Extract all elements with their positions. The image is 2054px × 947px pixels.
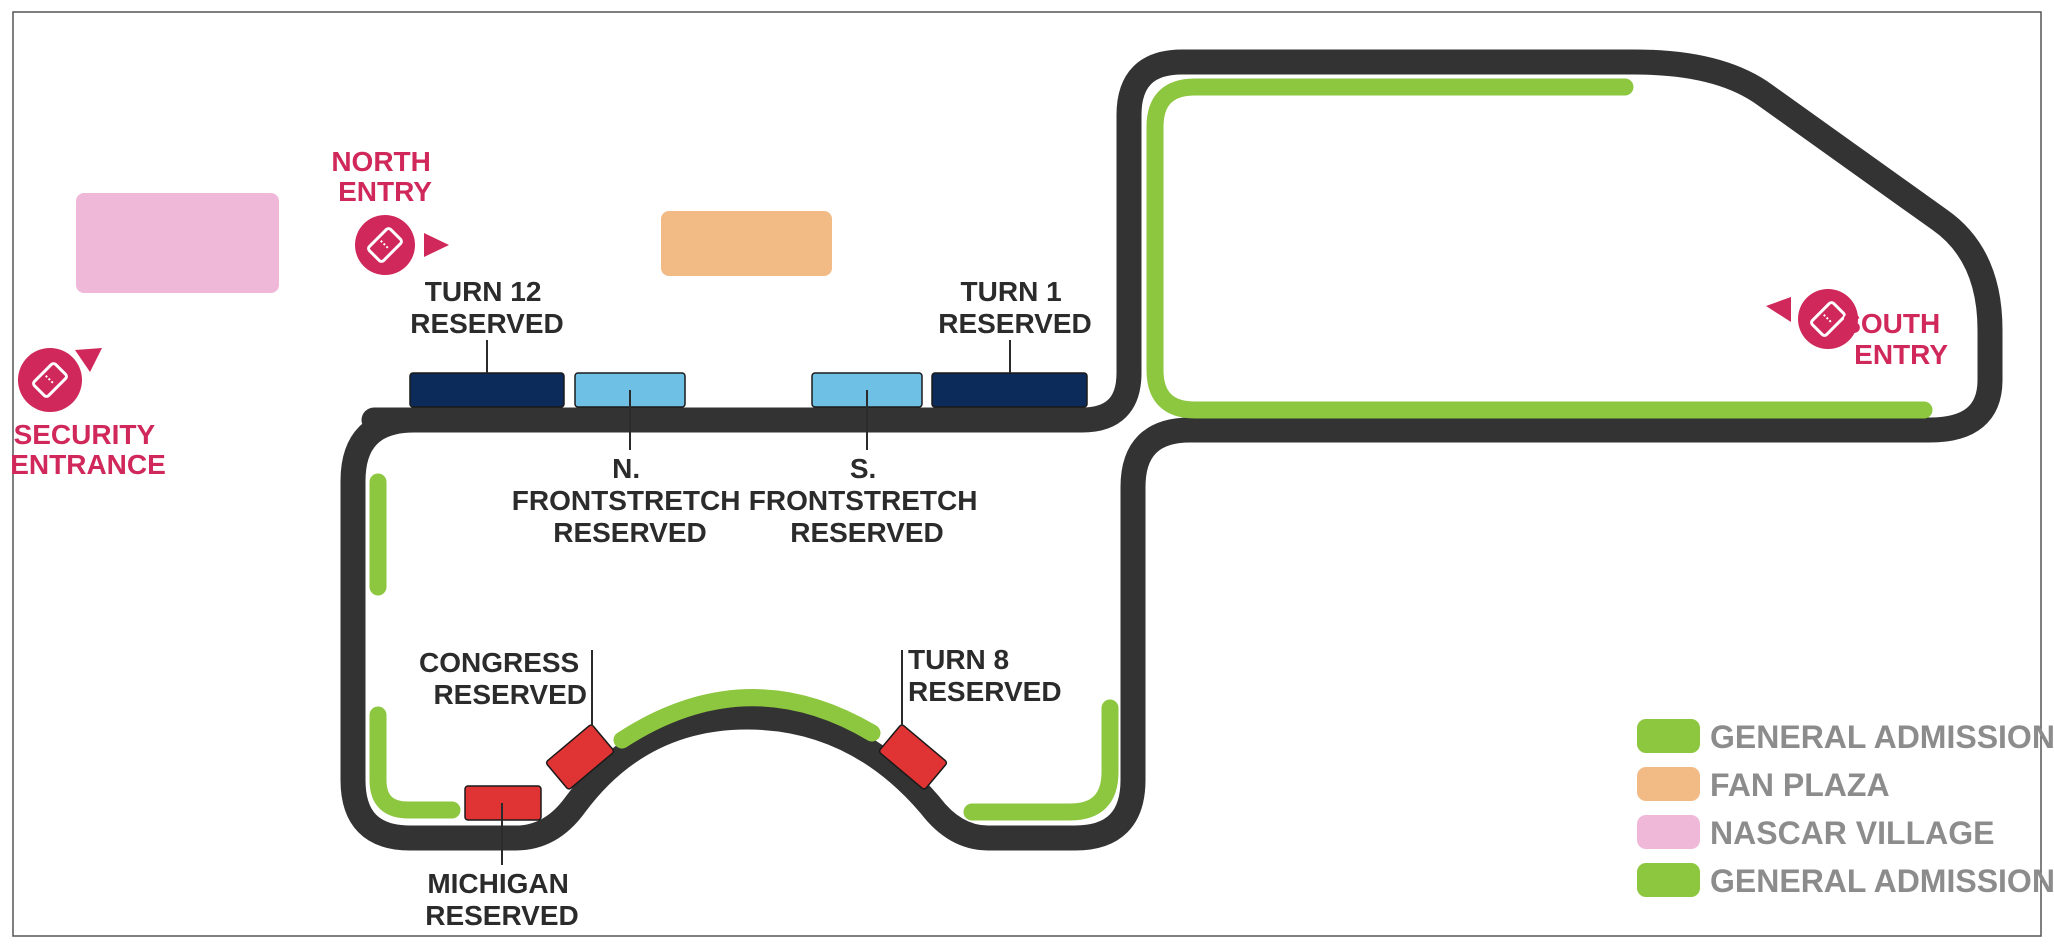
legend-label: FAN PLAZA <box>1710 767 1890 803</box>
turn-8-reserved-block <box>878 724 948 790</box>
legend-swatch <box>1637 815 1700 849</box>
legend-item-general-admission-2: GENERAL ADMISSION <box>1637 863 2054 899</box>
map-frame <box>12 11 2042 937</box>
congress-reserved-block <box>545 724 615 790</box>
legend-swatch <box>1637 719 1700 753</box>
legend-label: NASCAR VILLAGE <box>1710 815 1994 851</box>
north-entry-arrow-icon <box>424 233 449 257</box>
legend: GENERAL ADMISSION FAN PLAZA NASCAR VILLA… <box>1637 719 2054 899</box>
race-track <box>340 49 2003 851</box>
south-entry-arrow-icon <box>1766 297 1791 322</box>
turn-8-label: TURN 8 RESERVED <box>908 644 1062 707</box>
legend-item-fan-plaza: FAN PLAZA <box>1637 767 1890 803</box>
south-entry-marker[interactable] <box>1766 289 1858 349</box>
legend-swatch <box>1637 863 1700 897</box>
n-frontstretch-label: N. FRONTSTRETCH RESERVED <box>512 453 748 548</box>
general-admission-strips <box>369 78 1933 821</box>
congress-label: CONGRESS RESERVED <box>419 647 587 710</box>
turn-12-reserved-block <box>409 372 565 408</box>
north-entry-label: NORTH ENTRY <box>331 146 438 207</box>
legend-label: GENERAL ADMISSION <box>1710 863 2054 899</box>
leader-lines <box>486 340 1011 865</box>
nascar-village-area <box>76 193 279 293</box>
ga-left-lower <box>369 706 461 819</box>
legend-item-general-admission: GENERAL ADMISSION <box>1637 719 2054 755</box>
security-entrance-label: SECURITY ENTRANCE <box>10 419 166 480</box>
legend-label: GENERAL ADMISSION <box>1710 719 2054 755</box>
security-entrance-marker[interactable] <box>18 348 102 412</box>
ga-right-lower <box>963 699 1119 821</box>
turn-12-label: TURN 12 RESERVED <box>410 276 564 339</box>
legend-swatch <box>1637 767 1700 801</box>
turn-1-label: TURN 1 RESERVED <box>938 276 1092 339</box>
fan-plaza-area <box>661 211 832 276</box>
turn-1-reserved-block <box>931 372 1088 408</box>
legend-item-nascar-village: NASCAR VILLAGE <box>1637 815 1994 851</box>
s-frontstretch-label: S. FRONTSTRETCH RESERVED <box>749 453 985 548</box>
michigan-label: MICHIGAN RESERVED <box>425 868 579 931</box>
security-entrance-arrow-icon <box>75 348 102 372</box>
ga-center-arc <box>613 689 881 749</box>
south-entry-label: SOUTH ENTRY <box>1842 308 1948 370</box>
ga-north-straight <box>1146 78 1933 419</box>
north-entry-marker[interactable] <box>355 215 449 275</box>
